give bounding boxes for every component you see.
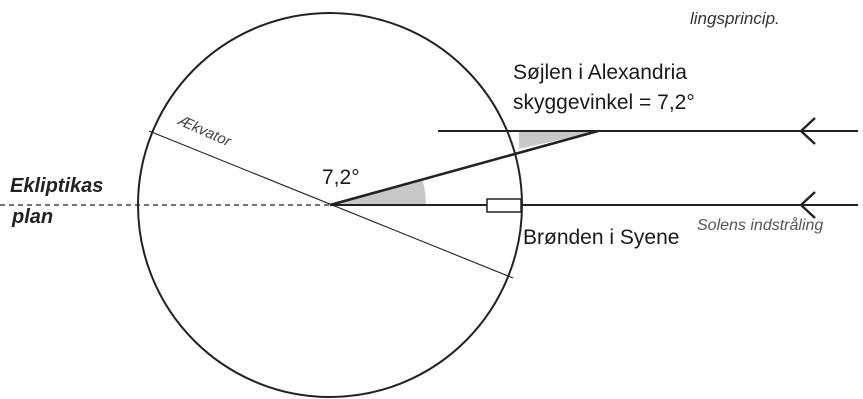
ecliptic-plan-label: plan	[12, 206, 54, 228]
well-label: Brønden i Syene	[523, 226, 680, 249]
shadow-angle-label: skyggevinkel = 7,2°	[513, 91, 695, 114]
sun-rays-label: Solens indstråling	[697, 217, 824, 234]
arrow-bottom-icon	[799, 191, 816, 219]
arrow-top-icon	[799, 117, 816, 145]
well-rectangle	[486, 198, 522, 213]
column-label: Søjlen i Alexandria	[513, 61, 687, 84]
caption-fragment: lingsprincip.	[690, 9, 780, 28]
alexandria-radius-line	[329, 129, 599, 207]
center-angle-label: 7,2°	[322, 166, 360, 189]
ecliptic-label: Ekliptikas	[10, 175, 104, 197]
